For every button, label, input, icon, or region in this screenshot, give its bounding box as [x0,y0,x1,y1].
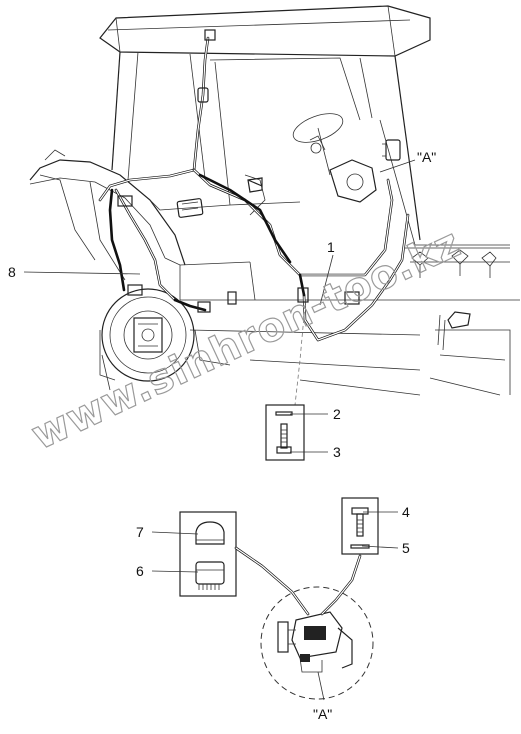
rear-axle-hub [99,288,231,391]
watermark-text: www.sinhron-too.kz [25,220,468,459]
watermark: www.sinhron-too.kz [24,219,468,459]
leader-dashes [294,304,306,406]
view-label-top: "A" [417,149,436,165]
detail-view-A [234,546,374,700]
callout-5: 5 [402,540,410,556]
callout-2: 2 [333,406,341,422]
callout-3: 3 [333,444,341,460]
harness-components [117,29,401,313]
inset-bolt-washer-2-3 [265,404,305,461]
view-label-bottom: "A" [313,706,332,722]
callout-leaders [23,159,416,701]
callout-7: 7 [136,524,144,540]
front-connector-cluster [411,249,497,351]
wiring-harness [98,36,410,342]
callout-8: 8 [8,264,16,280]
callout-1: 1 [327,239,335,255]
inset-bolt-washer-4-5 [341,497,379,555]
callout-numbers: 1 2 3 4 5 6 7 8 "A" "A" [8,149,436,722]
callout-4: 4 [402,504,410,520]
inset-connector-caps-6-7 [179,511,237,597]
callout-6: 6 [136,563,144,579]
